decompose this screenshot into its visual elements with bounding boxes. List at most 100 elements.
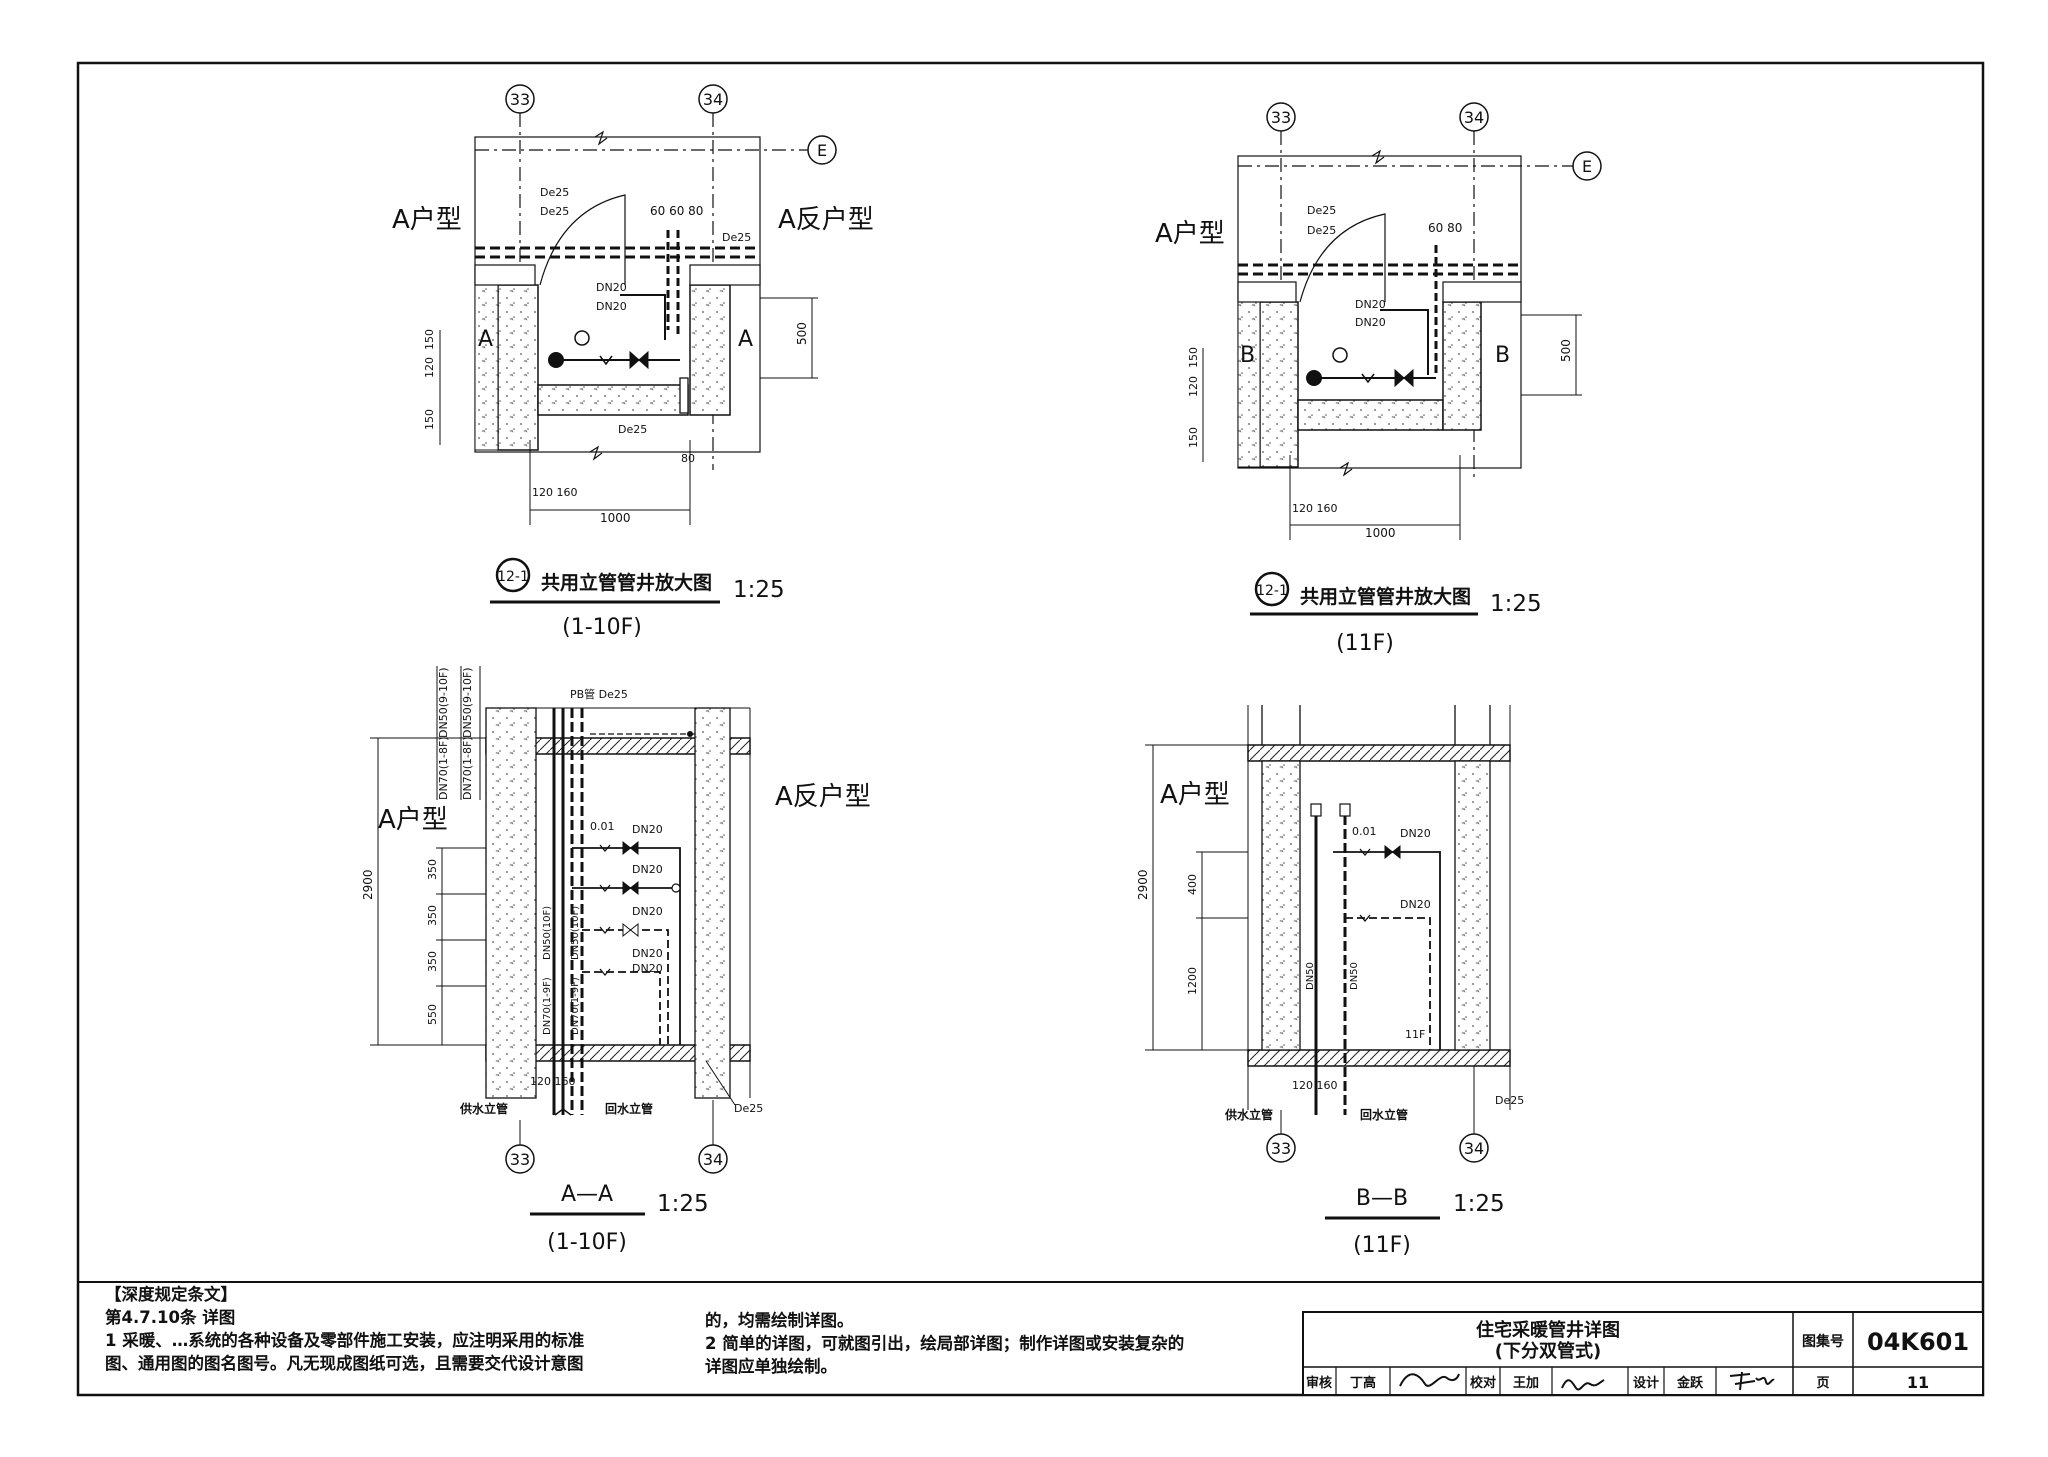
axis-34-label: 34 xyxy=(703,90,723,109)
valve-icon xyxy=(599,968,611,977)
sheet-border xyxy=(76,61,1985,1397)
dn-label: DN20 xyxy=(632,947,663,960)
notes-line: 详图应单独绘制。 xyxy=(705,1357,837,1376)
detail-floors: (11F) xyxy=(1336,631,1394,656)
detail-title: 共用立管管井放大图 xyxy=(1300,585,1471,608)
dn-label: DN20 xyxy=(632,863,663,876)
page-label: 页 xyxy=(1816,1376,1829,1391)
pipe-label: De25 xyxy=(540,186,569,199)
unit-label-right: A反户型 xyxy=(778,205,874,235)
section-floors: (11F) xyxy=(1353,1233,1411,1258)
riser-size-label: DN70(1-8F) xyxy=(461,736,474,800)
dim-150: 150 xyxy=(1187,427,1200,448)
slope-label: 0.01 xyxy=(590,820,615,833)
unit-label-left: A户型 xyxy=(1160,780,1230,810)
design-name: 金跃 xyxy=(1676,1375,1704,1391)
top-dims: 60 60 80 xyxy=(650,204,703,218)
dim-80: 80 xyxy=(681,452,695,465)
dim-total: 2900 xyxy=(1136,869,1150,900)
review-label: 审核 xyxy=(1306,1375,1332,1391)
axis-34-label: 34 xyxy=(703,1150,723,1169)
wall-right xyxy=(689,284,731,416)
wall-right xyxy=(1454,760,1491,1051)
dn-label: DN20 xyxy=(1355,298,1386,311)
detail-no: 12-1 xyxy=(1256,583,1288,599)
floor-tag: 11F xyxy=(1405,1028,1425,1041)
unit-label-left: A户型 xyxy=(1155,219,1225,249)
dim: 350 xyxy=(426,859,439,880)
notes-clause: 第4.7.10条 详图 xyxy=(105,1308,236,1327)
page-no: 11 xyxy=(1907,1373,1929,1392)
wall-left-ext xyxy=(474,284,499,451)
gauge-icon xyxy=(574,330,590,346)
de25-label: De25 xyxy=(1495,1094,1524,1107)
notes-line: 图、通用图的图名图号。凡无现成图纸可选，且需要交代设计意图 xyxy=(105,1354,584,1373)
detail-bubble xyxy=(495,557,531,593)
pipe-riser xyxy=(666,230,680,335)
valve-icon xyxy=(1394,368,1414,388)
riser-label: DN70(1-9F) xyxy=(542,977,553,1035)
air-vent-icon xyxy=(1339,803,1351,817)
axis-e-label: E xyxy=(817,141,827,160)
dim-total: 2900 xyxy=(361,869,375,900)
break-mark xyxy=(589,445,603,461)
axis-33-label: 33 xyxy=(1271,108,1291,127)
pipe-label: De25 xyxy=(540,205,569,218)
dim-500: 500 xyxy=(795,322,809,345)
return-label: 回水立管 xyxy=(605,1101,653,1116)
section-mark-left: B xyxy=(1240,343,1255,368)
review-signature xyxy=(1399,1373,1460,1387)
dn-label: DN20 xyxy=(632,823,663,836)
atlas-no: 04K601 xyxy=(1867,1328,1969,1356)
dim: 350 xyxy=(426,905,439,926)
dim: 550 xyxy=(426,1004,439,1025)
riser-label: DN50 xyxy=(1305,962,1316,990)
axis-34-label: 34 xyxy=(1464,108,1484,127)
axis-bubble-34 xyxy=(698,1144,728,1174)
wall-left xyxy=(497,284,539,451)
wall-right xyxy=(1442,301,1482,431)
section-title: B—B xyxy=(1356,1186,1408,1211)
dim-150: 150 xyxy=(423,329,436,350)
check-signature xyxy=(1561,1379,1605,1391)
plan-a: 33 34 E De25 De25 De25 De25 xyxy=(392,84,874,640)
dn-label: DN20 xyxy=(596,300,627,313)
wall-left xyxy=(485,707,537,1099)
door-swing xyxy=(1299,213,1386,303)
wall-left xyxy=(1259,301,1299,468)
pipe-label: De25 xyxy=(618,423,647,436)
check-label: 校对 xyxy=(1470,1375,1496,1391)
riser-size-label: DN70(1-8F) xyxy=(437,736,450,800)
check-name: 王加 xyxy=(1513,1376,1539,1391)
dim-150: 150 xyxy=(1187,347,1200,368)
door-jamb-right xyxy=(689,264,761,286)
valve-icon xyxy=(599,355,613,366)
valve-icon xyxy=(1359,914,1371,923)
door-jamb-left xyxy=(1237,281,1297,303)
de25-label: De25 xyxy=(734,1102,763,1115)
section-b: 0.01 DN20 DN20 11F A户型 2900 400 1200 DN5… xyxy=(1136,705,1524,1258)
detail-scale: 1:25 xyxy=(1490,591,1542,617)
section-scale: 1:25 xyxy=(1453,1191,1505,1217)
pipe-label: De25 xyxy=(722,231,751,244)
notes-line: 的，均需绘制详图。 xyxy=(705,1311,854,1330)
supply-label: 供水立管 xyxy=(459,1101,508,1116)
axis-e-label: E xyxy=(1582,157,1592,176)
unit-label-left: A户型 xyxy=(378,805,448,835)
plan-b: 33 34 E De25 De25 60 80 DN20 DN20 A户型 B xyxy=(1155,102,1602,656)
riser-label: DN70(1-9F) xyxy=(570,977,581,1035)
detail-floors: (1-10F) xyxy=(562,615,642,640)
axis-bubble-33 xyxy=(505,1144,535,1174)
design-label: 设计 xyxy=(1633,1375,1659,1391)
dim-120-160: 120 160 xyxy=(532,486,578,499)
gauge-icon xyxy=(1332,347,1348,363)
dn-label: DN20 xyxy=(632,962,663,975)
axis-33-label: 33 xyxy=(1271,1139,1291,1158)
pipe-branch xyxy=(1380,309,1429,375)
pipe-branch xyxy=(620,294,666,340)
dim-1000: 1000 xyxy=(1365,526,1396,540)
valve-icon xyxy=(1384,844,1401,860)
section-scale: 1:25 xyxy=(657,1191,709,1217)
top-dims: 60 80 xyxy=(1428,221,1462,235)
bottom-dims: 120 160 xyxy=(530,1075,576,1088)
